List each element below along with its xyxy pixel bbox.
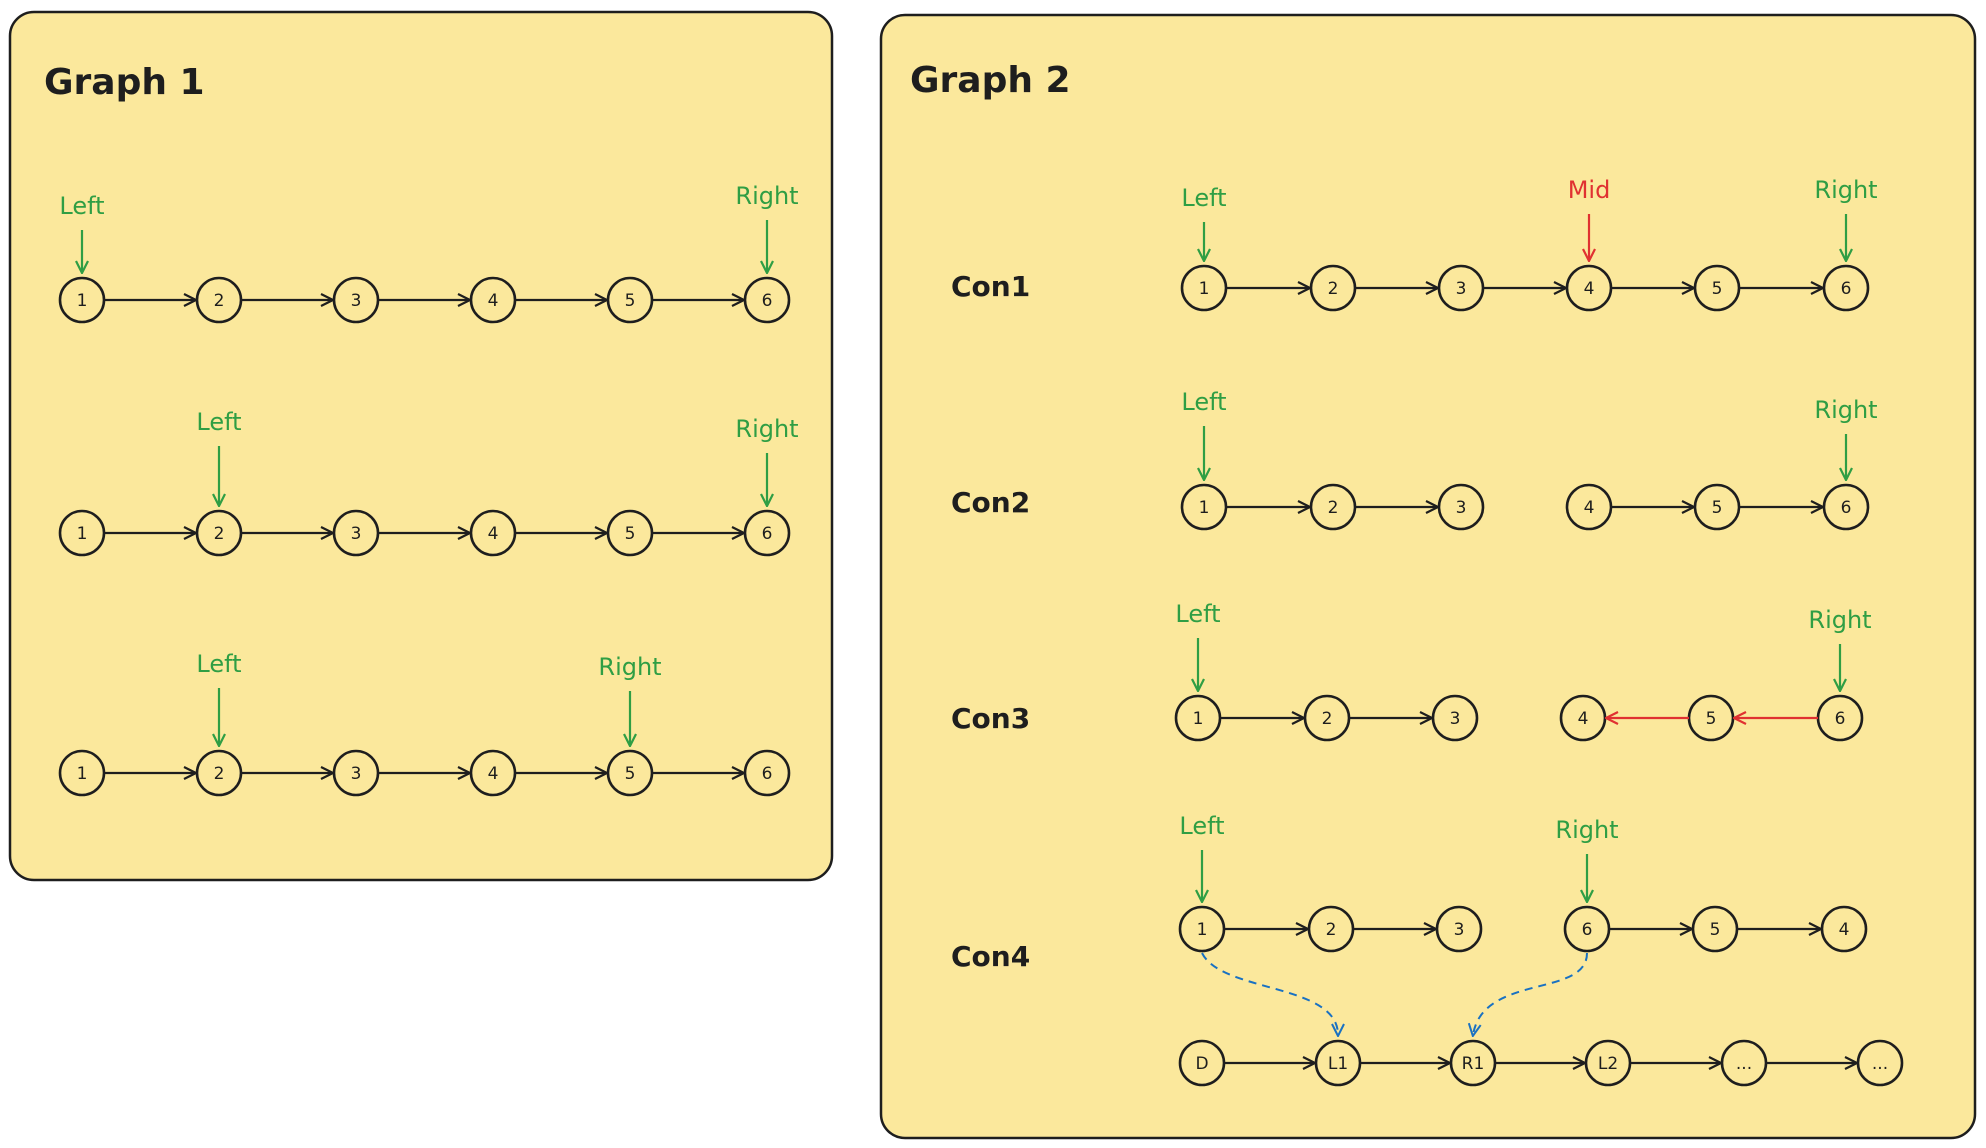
merge-link-2	[1473, 952, 1588, 1035]
con1-node-2-label: 2	[1328, 279, 1339, 299]
con1-node-3-label: 3	[1456, 279, 1467, 299]
con4-pointer-right-label: Right	[1555, 816, 1618, 844]
g1-row2-node-6: 6	[743, 509, 791, 557]
g1-row3-pointer-left-label: Left	[196, 650, 241, 678]
con4-node-6-circle	[1820, 905, 1868, 953]
g1-row2-node-6-circle	[743, 509, 791, 557]
graph1-panel	[8, 10, 834, 882]
con3-node-3-circle	[1431, 694, 1479, 742]
g1-row3-node-4-label: 4	[488, 764, 499, 784]
merged-node-3-label: R1	[1462, 1054, 1485, 1074]
merged-node-6-label: ...	[1872, 1054, 1888, 1074]
g1-row1-node-3-label: 3	[351, 291, 362, 311]
con4-node-1-label: 1	[1197, 920, 1208, 940]
con1-node-6: 6	[1822, 264, 1870, 312]
g1-row1-node-6: 6	[743, 276, 791, 324]
con4-pointer-left-label: Left	[1179, 812, 1224, 840]
graph1-title: Graph 1	[44, 62, 205, 103]
g1-row1-node-6-circle	[743, 276, 791, 324]
con1-label: Con1	[951, 270, 1030, 303]
graph2-title: Graph 2	[910, 60, 1071, 101]
con3-pointer-left-label: Left	[1175, 600, 1220, 628]
g1-row2-node-1-label: 1	[77, 524, 88, 544]
con2-node-3-label: 3	[1456, 498, 1467, 518]
con4-node-5-label: 5	[1710, 920, 1721, 940]
con1-node-6-label: 6	[1841, 279, 1852, 299]
g1-row2-node-4-label: 4	[488, 524, 499, 544]
g1-row1-node-6-label: 6	[762, 291, 773, 311]
con4-node-4-label: 6	[1582, 920, 1593, 940]
g1-row3-pointer-right-label: Right	[598, 653, 661, 681]
con3-node-4-label: 4	[1578, 709, 1589, 729]
con4-node-3-circle	[1435, 905, 1483, 953]
g1-row1-pointer-left-label: Left	[59, 192, 104, 220]
con3-pointer-right-label: Right	[1808, 606, 1871, 634]
con2-pointer-right-label: Right	[1814, 396, 1877, 424]
g1-row3-node-3-label: 3	[351, 764, 362, 784]
con4-node-3: 3	[1435, 905, 1483, 953]
merge-link-1	[1201, 952, 1338, 1035]
con2-node-1-label: 1	[1199, 498, 1210, 518]
con2-node-6: 6	[1822, 483, 1870, 531]
con2-node-3-circle	[1437, 483, 1485, 531]
con2-node-6-label: 6	[1841, 498, 1852, 518]
graph2-panel	[879, 13, 1977, 1140]
g1-row3-node-6-label: 6	[762, 764, 773, 784]
con4-node-6-label: 4	[1839, 920, 1850, 940]
con1-node-1-label: 1	[1199, 279, 1210, 299]
g1-row2-node-5-label: 5	[625, 524, 636, 544]
g1-row3-node-6: 6	[743, 749, 791, 797]
con2-node-5-label: 5	[1712, 498, 1723, 518]
g1-row2-node-3-label: 3	[351, 524, 362, 544]
g1-row1-node-2-label: 2	[214, 291, 225, 311]
con1-node-5-label: 5	[1712, 279, 1723, 299]
g1-row1-node-4-label: 4	[488, 291, 499, 311]
con4-node-3-label: 3	[1454, 920, 1465, 940]
g1-row2-pointer-left-label: Left	[196, 408, 241, 436]
con2-label: Con2	[951, 486, 1030, 519]
merged-node-6: ...	[1856, 1039, 1904, 1087]
con1-pointer-left-label: Left	[1181, 184, 1226, 212]
g1-row3-node-2-label: 2	[214, 764, 225, 784]
con3-node-3: 3	[1431, 694, 1479, 742]
merged-node-2-label: L1	[1328, 1054, 1348, 1074]
con1-pointer-right-label: Right	[1814, 176, 1877, 204]
con2-node-2-label: 2	[1328, 498, 1339, 518]
con3-node-6-label: 6	[1835, 709, 1846, 729]
g1-row3-node-5-label: 5	[625, 764, 636, 784]
g1-row1-node-5-label: 5	[625, 291, 636, 311]
con3-node-3-label: 3	[1450, 709, 1461, 729]
merged-node-5-label: ...	[1736, 1054, 1752, 1074]
g1-row2-node-6-label: 6	[762, 524, 773, 544]
con1-node-4-label: 4	[1584, 279, 1595, 299]
con2-node-4-label: 4	[1584, 498, 1595, 518]
con4-node-2-label: 2	[1326, 920, 1337, 940]
g1-row2-pointer-right-label: Right	[735, 415, 798, 443]
g1-row2-node-2-label: 2	[214, 524, 225, 544]
merged-node-1-label: D	[1195, 1054, 1208, 1074]
g1-row3-node-6-circle	[743, 749, 791, 797]
con3-node-2-label: 2	[1322, 709, 1333, 729]
con2-node-3: 3	[1437, 483, 1485, 531]
con2-node-6-circle	[1822, 483, 1870, 531]
g1-row1-pointer-right-label: Right	[735, 182, 798, 210]
con2-pointer-left-label: Left	[1181, 388, 1226, 416]
con3-label: Con3	[951, 702, 1030, 735]
con1-node-6-circle	[1822, 264, 1870, 312]
con3-node-5-label: 5	[1706, 709, 1717, 729]
con3-node-1-label: 1	[1193, 709, 1204, 729]
merged-node-6-circle	[1856, 1039, 1904, 1087]
g1-row1-node-1-label: 1	[77, 291, 88, 311]
con1-pointer-mid-label: Mid	[1568, 176, 1611, 204]
con4-label: Con4	[951, 940, 1030, 973]
merged-node-4-label: L2	[1598, 1054, 1618, 1074]
con4-node-6: 4	[1820, 905, 1868, 953]
g1-row3-node-1-label: 1	[77, 764, 88, 784]
